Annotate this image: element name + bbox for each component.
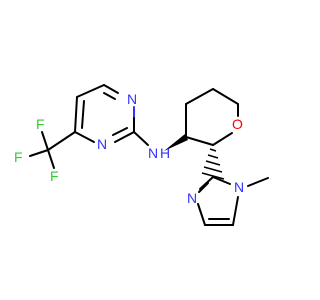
bond-cf3-f-bottom <box>47 149 55 169</box>
atom-labels: N N F F F N H O N N <box>14 91 244 206</box>
bond-imid-c5-n1 <box>232 196 239 226</box>
bond-nh-c3-wedge <box>164 134 188 151</box>
bond-c5-c4-inner <box>81 100 85 129</box>
molecule-structure: N N F F F N H O N N <box>14 84 269 226</box>
atom-pyr-n1: N <box>127 91 137 107</box>
bond-imid-c2-n3-inner <box>198 182 209 193</box>
bond-imid-c2-n3 <box>199 176 214 190</box>
atom-imid-n3: N <box>187 190 197 206</box>
bond-n3-c2-inner <box>112 127 128 136</box>
bond-n3-c2 <box>114 131 135 143</box>
atom-amine-h: H <box>160 145 170 161</box>
bond-c4-c5 <box>185 88 214 105</box>
atom-f-bottom: F <box>50 168 59 184</box>
bond-c2-c3 <box>185 136 214 146</box>
bond-n-methyl <box>247 177 269 187</box>
atom-f-left: F <box>14 149 23 165</box>
atom-pyr-n3: N <box>97 136 107 152</box>
bond-cf3-f-top <box>41 131 49 151</box>
bond-c4-n3 <box>74 131 95 143</box>
bond-imid-c2-n1 <box>212 176 231 185</box>
bond-cf3-f-left <box>29 149 49 157</box>
bond-c6-n1 <box>103 84 119 94</box>
atom-imid-n-methyl: N <box>234 179 244 195</box>
atom-ring-o: O <box>232 116 243 132</box>
atom-f-top: F <box>36 116 45 132</box>
bond-c2-imid-hash <box>201 148 225 180</box>
bond-c5-c6 <box>212 88 239 105</box>
bond-c4-cf3 <box>47 131 76 151</box>
atom-amine-n: N <box>148 145 158 161</box>
bond-imid-n3-c4 <box>197 203 206 226</box>
bond-c2-nh <box>133 131 149 146</box>
bond-o-c2 <box>212 132 233 146</box>
bond-c5-c4 <box>74 96 78 133</box>
bonds <box>29 84 269 226</box>
bond-c6-n1-inner <box>103 92 116 100</box>
bond-c6-c5 <box>76 84 105 98</box>
